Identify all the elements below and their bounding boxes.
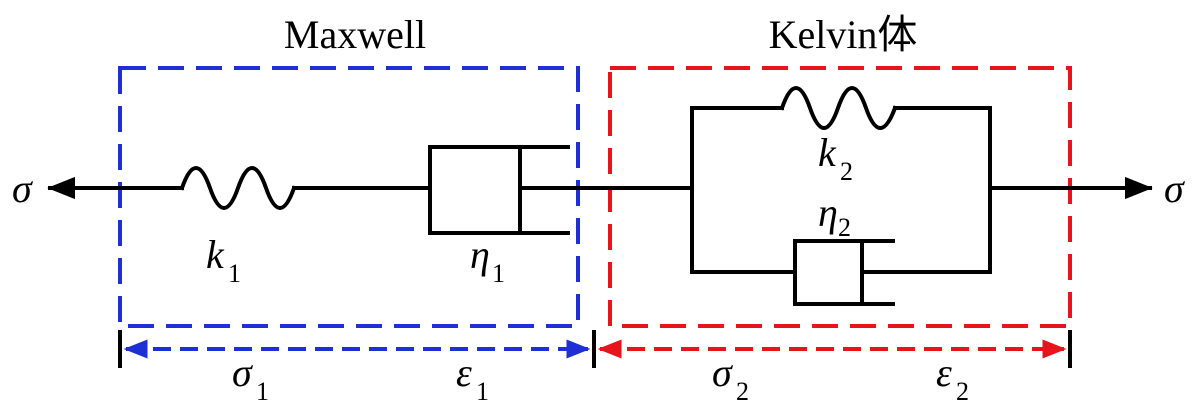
dimension-ticks (118, 330, 1072, 368)
svg-text:1: 1 (228, 259, 241, 288)
svg-text:2: 2 (736, 377, 749, 405)
svg-text:σ: σ (712, 350, 733, 395)
label-eta2: η 2 (818, 190, 851, 242)
svg-text:1: 1 (256, 377, 269, 405)
label-k2: k 2 (818, 130, 853, 186)
kelvin-title: Kelvin体 (769, 12, 918, 57)
sigma-right-label: σ (1164, 166, 1185, 211)
maxwell-box (118, 66, 580, 328)
svg-text:1: 1 (492, 259, 505, 288)
sigma-left-label: σ (12, 166, 33, 211)
svg-text:ε: ε (936, 350, 952, 395)
svg-text:2: 2 (956, 377, 969, 405)
spring-k2 (779, 86, 898, 130)
kelvin-frame (690, 106, 992, 274)
kelvin-box (608, 66, 1072, 328)
dashpot-eta2 (793, 239, 895, 306)
svg-text:k: k (818, 130, 837, 175)
label-eps2: ε 2 (936, 350, 969, 405)
maxwell-title: Maxwell (284, 12, 426, 57)
svg-text:k: k (206, 232, 225, 277)
spring-k1 (179, 166, 297, 210)
svg-text:η: η (818, 190, 838, 235)
label-eps1: ε 1 (456, 350, 489, 405)
label-sigma1: σ 1 (232, 350, 269, 405)
svg-text:1: 1 (476, 377, 489, 405)
svg-text:ε: ε (456, 350, 472, 395)
label-eta1: η 1 (470, 232, 505, 288)
label-k1: k 1 (206, 232, 241, 288)
svg-text:η: η (470, 232, 490, 277)
label-sigma2: σ 2 (712, 350, 749, 405)
svg-text:2: 2 (838, 213, 851, 242)
svg-text:2: 2 (840, 157, 853, 186)
svg-text:σ: σ (232, 350, 253, 395)
